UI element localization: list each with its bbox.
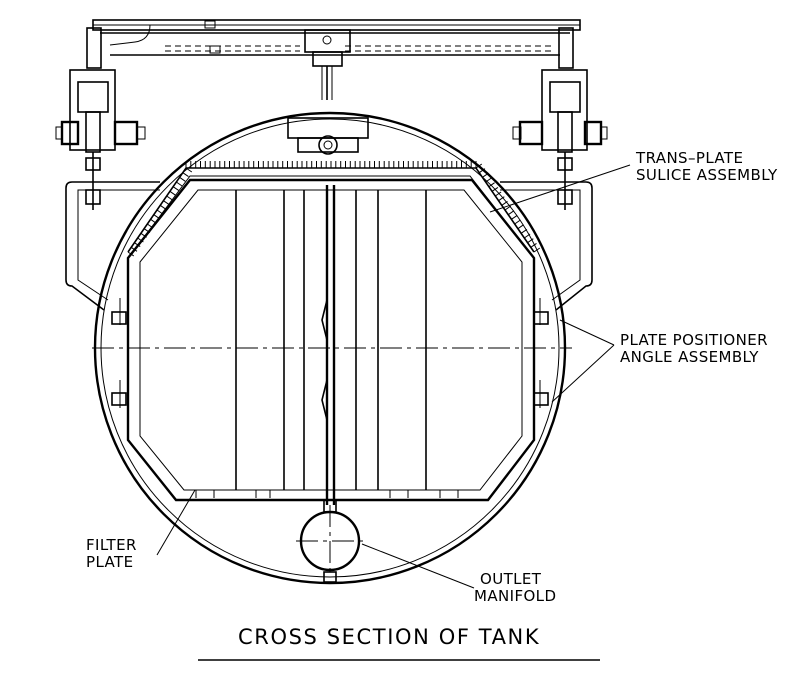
label-trans-plate-line1: TRANS–PLATE [635,149,743,167]
callout-trans-plate: TRANS–PLATE SULICE ASSEMBLY [635,149,778,184]
callout-outlet-manifold: OUTLET MANIFOLD [474,570,556,605]
label-trans-plate-line2: SULICE ASSEMBLY [636,166,778,184]
label-positioner-line1: PLATE POSITIONER [620,331,768,349]
left-trolley [55,69,146,210]
right-trolley [512,69,608,210]
label-filter-plate-line1: FILTER [86,536,137,554]
label-filter-plate-line2: PLATE [86,553,133,571]
callout-plate-positioner: PLATE POSITIONER ANGLE ASSEMBLY [620,331,768,366]
overhead-carriage [86,19,581,100]
plate-positioners [111,298,549,408]
label-outlet-line2: MANIFOLD [474,587,556,605]
trans-plate-sluice [127,161,541,257]
callout-filter-plate: FILTER PLATE [86,536,137,571]
drawing-title: CROSS SECTION OF TANK [238,625,540,649]
top-flange [287,117,369,155]
filter-plate [126,178,536,505]
support-brackets [65,181,593,311]
outlet-manifold [296,499,364,583]
leader-lines [156,164,631,589]
label-outlet-line1: OUTLET [480,570,542,588]
label-positioner-line2: ANGLE ASSEMBLY [620,348,759,366]
